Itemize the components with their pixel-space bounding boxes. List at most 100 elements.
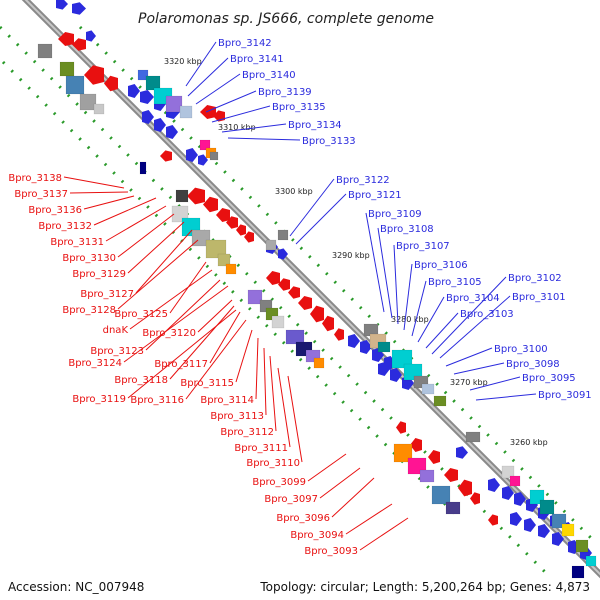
- reverse-gene-label: Bpro_3129: [72, 269, 126, 280]
- reverse-gene: [410, 438, 422, 452]
- reverse-gene-label: Bpro_3114: [200, 395, 254, 406]
- reverse-gene-label: Bpro_3111: [234, 443, 288, 454]
- reverse-leader-line: [105, 205, 167, 242]
- forward-leader-line: [185, 41, 217, 87]
- forward-gene: [278, 248, 288, 260]
- cog-gene-box: [79, 93, 97, 111]
- reverse-gene: [444, 468, 458, 482]
- forward-gene-label: Bpro_3135: [272, 102, 326, 113]
- cog-gene-box: [421, 383, 435, 395]
- cog-gene-box: [145, 75, 161, 91]
- forward-leader-line: [445, 347, 493, 367]
- forward-leader-line: [411, 280, 427, 337]
- forward-leader-line: [187, 57, 229, 97]
- forward-leader-line: [377, 227, 393, 319]
- reverse-leader-line: [277, 367, 291, 448]
- reverse-gene: [84, 65, 104, 85]
- forward-gene-label: Bpro_3103: [460, 309, 514, 320]
- forward-gene: [72, 2, 86, 15]
- reverse-gene: [187, 187, 205, 205]
- forward-leader-line: [417, 296, 445, 343]
- reverse-gene: [203, 196, 218, 213]
- reverse-gene-label: Bpro_3110: [246, 458, 300, 469]
- reverse-gene-label: Bpro_3112: [220, 427, 274, 438]
- forward-gene: [390, 368, 402, 382]
- reverse-leader-line: [255, 337, 259, 400]
- reverse-gene-label: Bpro_3138: [8, 173, 62, 184]
- forward-gene-label: Bpro_3141: [230, 54, 284, 65]
- genome-backbone-highlight: [24, 0, 600, 576]
- forward-gene: [488, 478, 500, 492]
- cog-gene-box: [217, 253, 231, 267]
- reverse-gene-label: Bpro_3131: [50, 237, 104, 248]
- forward-gene-label: Bpro_3091: [538, 390, 592, 401]
- forward-gene: [348, 334, 360, 348]
- forward-gene-label: Bpro_3105: [428, 277, 482, 288]
- reverse-gene-label: Bpro_3097: [264, 494, 318, 505]
- cog-gene-box: [585, 555, 597, 567]
- reverse-leader-line: [117, 213, 175, 258]
- cog-gene-box: [247, 289, 263, 305]
- genes-layer: [37, 0, 597, 579]
- forward-gene-label: Bpro_3107: [396, 241, 450, 252]
- reverse-gene-label: Bpro_3115: [180, 378, 234, 389]
- forward-gene: [538, 524, 550, 538]
- reverse-gene: [226, 216, 238, 229]
- cog-gene-box: [433, 395, 447, 407]
- cog-gene-box: [509, 475, 521, 487]
- reverse-gene: [58, 32, 74, 46]
- accession-text: Accession: NC_007948: [8, 580, 145, 594]
- cog-gene-box: [377, 341, 391, 353]
- reverse-leader-line: [185, 319, 247, 400]
- forward-leader-line: [195, 73, 241, 105]
- forward-leader-line: [205, 90, 257, 113]
- forward-gene-label: Bpro_3106: [414, 260, 468, 271]
- reverse-gene-label: Bpro_3117: [154, 359, 208, 370]
- forward-leader-line: [393, 244, 399, 325]
- reverse-gene-label: Bpro_3128: [62, 305, 116, 316]
- reverse-gene-label: Bpro_3123: [90, 346, 144, 357]
- reverse-leader-line: [269, 355, 277, 432]
- scale-label: 3300 kbp: [275, 187, 313, 196]
- scale-label: 3260 kbp: [510, 438, 548, 447]
- reverse-gene-label: Bpro_3113: [210, 411, 264, 422]
- backbone-layer: [21, 0, 600, 579]
- reverse-leader-line: [359, 517, 409, 551]
- cog-gene-box: [445, 501, 461, 515]
- cog-gene-box: [205, 239, 227, 259]
- reverse-gene-label: Bpro_3096: [276, 513, 330, 524]
- forward-gene-label: Bpro_3133: [302, 136, 356, 147]
- cog-gene-box: [393, 443, 413, 463]
- forward-gene: [140, 90, 154, 104]
- forward-gene-label: Bpro_3134: [288, 120, 342, 131]
- reverse-gene: [200, 105, 216, 119]
- reverse-leader-line: [83, 195, 135, 210]
- forward-gene: [166, 125, 178, 139]
- reverse-leader-line: [123, 285, 229, 363]
- reverse-leader-line: [117, 239, 199, 310]
- cog-gene-box: [501, 465, 515, 479]
- cog-gene-box: [285, 329, 305, 345]
- cog-gene-box: [431, 485, 451, 505]
- cog-gene-box: [391, 349, 413, 369]
- reverse-leader-line: [127, 221, 185, 274]
- reverse-gene: [266, 271, 280, 285]
- reverse-leader-line: [63, 176, 125, 189]
- cog-gene-box: [465, 431, 481, 443]
- reverse-gene-label: Bpro_3094: [290, 530, 344, 541]
- forward-leader-line: [289, 178, 335, 237]
- forward-leader-line: [431, 276, 507, 355]
- forward-gene: [514, 492, 526, 506]
- reverse-gene-label: dnaK: [103, 325, 129, 336]
- cog-gene-box: [539, 499, 555, 515]
- cog-gene-box: [265, 239, 277, 251]
- forward-leader-line: [365, 212, 385, 313]
- forward-gene-label: Bpro_3139: [258, 87, 312, 98]
- reverse-leader-line: [235, 329, 253, 383]
- forward-leader-line: [425, 312, 459, 349]
- forward-gene: [198, 154, 208, 166]
- reverse-gene: [236, 224, 246, 236]
